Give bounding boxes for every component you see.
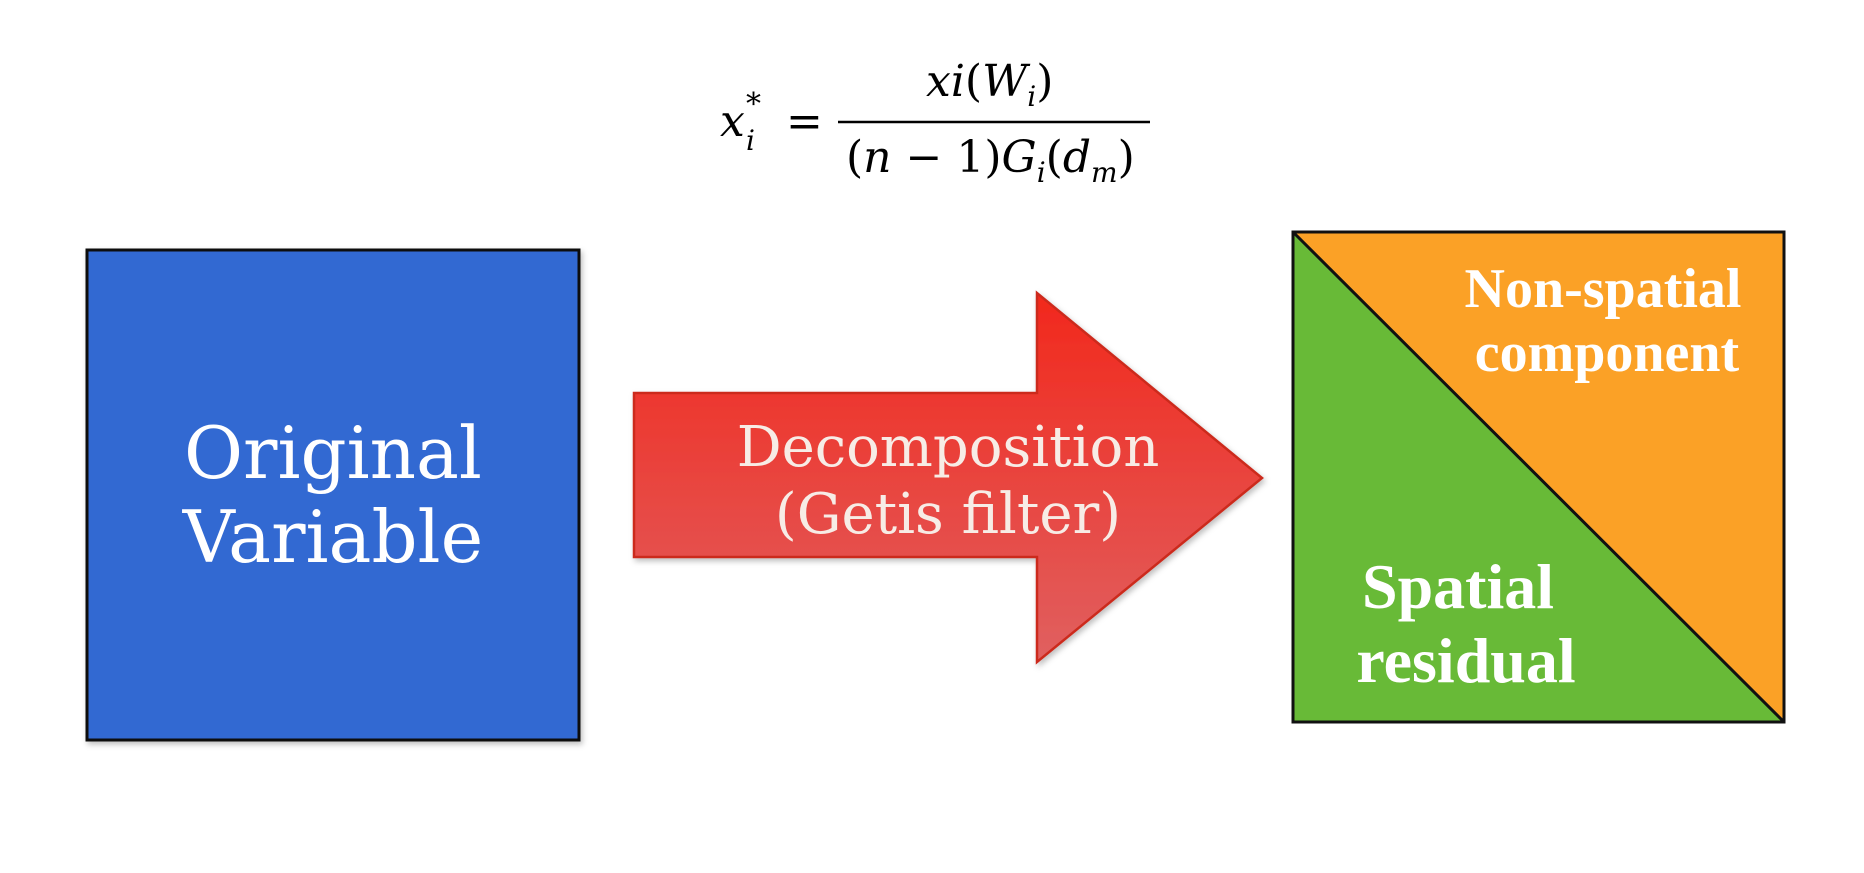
- decomposition-arrow: Decomposition (Getis filter): [632, 290, 1264, 665]
- formula-num-close: ): [1036, 56, 1053, 107]
- formula-num-open: (: [965, 56, 982, 107]
- original-variable-box: Original Variable: [85, 248, 581, 742]
- spatial-label-line2: residual: [1356, 625, 1575, 696]
- result-box-diagonal: [1291, 230, 1786, 724]
- formula-num-xi: xi: [926, 56, 965, 107]
- original-variable-line1: Original: [184, 411, 482, 495]
- result-box-border: [1291, 230, 1786, 724]
- arrow-label-line1: Decomposition: [737, 415, 1160, 480]
- formula-lhs-sub: i: [746, 124, 755, 157]
- formula-den-d: d: [1063, 132, 1091, 183]
- spatial-label-line1: Spatial: [1362, 551, 1554, 622]
- non-spatial-label-line1: Non-spatial: [1465, 258, 1742, 320]
- formula-denominator: (n − 1)Gi(dm): [846, 132, 1135, 189]
- formula-den-close: ): [984, 132, 1001, 183]
- formula-den-n: n: [863, 132, 891, 183]
- original-variable-square: [85, 248, 581, 742]
- formula-den-close2: ): [1118, 132, 1135, 183]
- decomposed-result-box: Non-spatial component Spatial residual: [1291, 230, 1786, 724]
- formula-lhs-var: x: [720, 96, 745, 147]
- formula-den-G-sub: i: [1037, 156, 1046, 189]
- formula-lhs-sup: *: [746, 87, 761, 122]
- formula-equals: =: [786, 96, 823, 147]
- formula-den-G: G: [1002, 132, 1037, 183]
- formula-den-open2: (: [1046, 132, 1063, 183]
- arrow-shape: [632, 290, 1264, 665]
- formula: x * i = xi(Wi) (n − 1)Gi(dm): [720, 56, 1150, 189]
- formula-lhs: x: [720, 96, 745, 147]
- non-spatial-label-line2: component: [1475, 322, 1740, 384]
- original-variable-line2: Variable: [182, 495, 483, 579]
- formula-den-minus-1: − 1: [892, 132, 985, 183]
- formula-num-W-sub: i: [1027, 80, 1036, 113]
- formula-den-d-sub: m: [1091, 156, 1118, 189]
- arrow-label-line2: (Getis filter): [775, 482, 1121, 547]
- formula-numerator: xi(Wi): [926, 56, 1053, 113]
- formula-num-W: W: [982, 56, 1031, 107]
- formula-den-open: (: [846, 132, 863, 183]
